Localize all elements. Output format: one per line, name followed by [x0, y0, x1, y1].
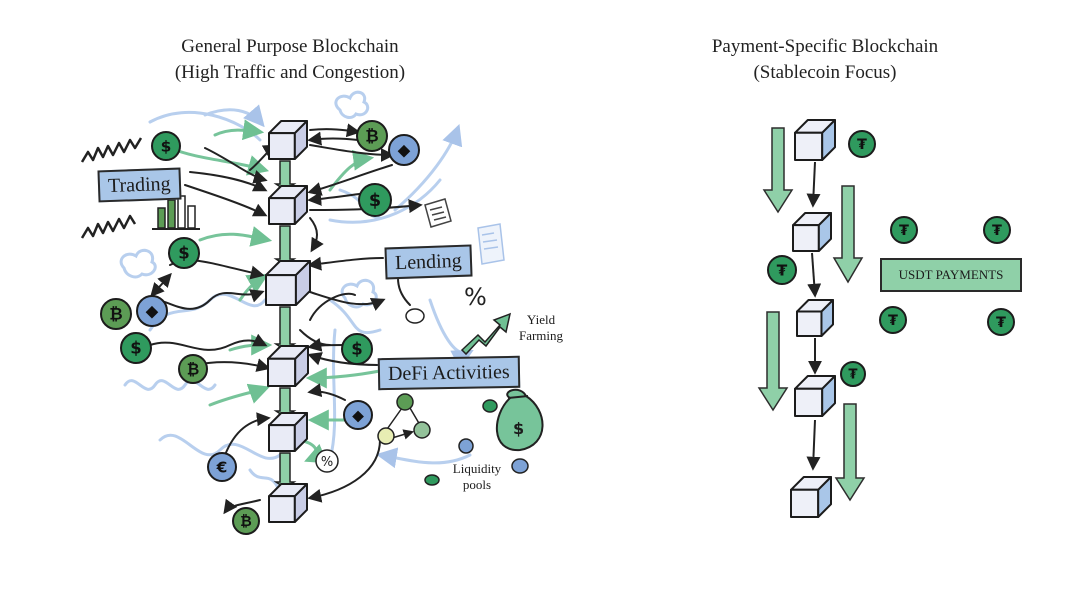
- svg-text:◆: ◆: [398, 141, 411, 160]
- svg-text:%: %: [321, 455, 333, 470]
- right-panel-title: Payment-Specific Blockchain (Stablecoin …: [680, 34, 970, 86]
- svg-text:₿: ₿: [187, 360, 200, 378]
- money-bag-icon: $: [496, 388, 544, 452]
- svg-text:$: $: [369, 191, 381, 211]
- ethereum-coin-icon: ◆: [343, 400, 373, 430]
- svg-text:₿: ₿: [365, 127, 378, 146]
- svg-text:₮: ₮: [992, 223, 1002, 239]
- chain-link-arrow: [273, 306, 297, 351]
- ethereum-coin-icon: ◆: [136, 295, 168, 327]
- tether-coin-icon: ₮: [890, 216, 918, 244]
- yield-farming-note: Yield Farming: [518, 312, 564, 343]
- left-blockchain: [265, 120, 311, 523]
- svg-text:₮: ₮: [996, 315, 1006, 331]
- euro-coin-icon: €: [207, 452, 237, 482]
- svg-text:$: $: [178, 244, 189, 263]
- svg-text:₮: ₮: [888, 313, 898, 329]
- right-title-line1: Payment-Specific Blockchain: [711, 36, 939, 57]
- volatility-zigzags: [80, 137, 143, 239]
- usdt-payments-label: USDT PAYMENTS: [880, 258, 1022, 292]
- blockchain-block-icon: [265, 260, 311, 306]
- chain-link-arrow: [273, 452, 297, 489]
- defi-activities-label: DeFi Activities: [377, 355, 520, 391]
- blockchain-block-icon: [790, 476, 832, 518]
- chain-link-arrow: [273, 225, 297, 266]
- tether-coin-icon: ₮: [983, 216, 1011, 244]
- liquidity-pools-note: Liquidity pools: [452, 461, 502, 492]
- dollar-coin-icon: $: [168, 237, 200, 269]
- svg-text:$: $: [513, 419, 524, 438]
- bitcoin-coin-icon: ₿: [100, 298, 132, 330]
- right-title-line2: (Stablecoin Focus): [753, 62, 897, 83]
- dollar-coin-icon: $: [151, 131, 181, 161]
- bar-chart-icon: [152, 195, 200, 230]
- left-title-line1: General Purpose Blockchain: [181, 36, 399, 57]
- svg-text:₮: ₮: [777, 261, 788, 279]
- svg-text:₮: ₮: [857, 137, 867, 153]
- bitcoin-coin-icon: ₿: [356, 120, 388, 152]
- right-blockchain: [790, 119, 836, 518]
- svg-text:$: $: [351, 340, 362, 359]
- left-title-line2: (High Traffic and Congestion): [174, 62, 406, 83]
- blockchain-block-icon: [268, 412, 308, 452]
- tether-coin-icon: ₮: [840, 361, 866, 387]
- percent-sign: %: [464, 283, 487, 311]
- percent-coin-icon: %: [315, 449, 339, 473]
- trend-up-arrow-icon: [460, 312, 512, 356]
- svg-text:₿: ₿: [109, 305, 122, 324]
- blockchain-block-icon: [794, 119, 836, 161]
- blockchain-block-icon: [267, 345, 309, 387]
- blockchain-block-icon: [268, 120, 308, 160]
- svg-text:$: $: [130, 339, 141, 358]
- dollar-coin-icon: $: [358, 183, 392, 217]
- pool-tokens: [405, 308, 529, 486]
- svg-text:₮: ₮: [848, 368, 858, 383]
- right-flow-arrows: [757, 127, 866, 502]
- svg-text:₮: ₮: [899, 223, 909, 239]
- blockchain-block-icon: [268, 185, 308, 225]
- blockchain-block-icon: [268, 483, 308, 523]
- svg-text:₿: ₿: [240, 514, 252, 530]
- bitcoin-coin-icon: ₿: [178, 354, 208, 384]
- right-coins: ₮ ₮ ₮ ₮ ₮ ₮ ₮: [767, 130, 1015, 387]
- svg-text:◆: ◆: [146, 302, 159, 321]
- ethereum-coin-icon: ◆: [388, 134, 420, 166]
- tether-coin-icon: ₮: [879, 306, 907, 334]
- dollar-coin-icon: $: [120, 332, 152, 364]
- trading-label: Trading: [97, 167, 182, 203]
- tether-coin-icon: ₮: [987, 308, 1015, 336]
- bitcoin-coin-icon: ₿: [232, 507, 260, 535]
- blockchain-block-icon: [792, 212, 832, 252]
- left-panel-title: General Purpose Blockchain (High Traffic…: [140, 34, 440, 86]
- svg-text:$: $: [161, 137, 172, 155]
- blockchain-block-icon: [794, 375, 836, 417]
- lending-label: Lending: [384, 244, 473, 280]
- svg-text:◆: ◆: [352, 406, 364, 424]
- dollar-coin-icon: $: [341, 333, 373, 365]
- liquidity-pool-diagram: [377, 393, 431, 445]
- blockchain-block-icon: [796, 299, 834, 337]
- tether-coin-icon: ₮: [767, 255, 797, 285]
- document-icon: [424, 198, 452, 228]
- tether-coin-icon: ₮: [848, 130, 876, 158]
- left-coins: $ ₿ ◆ $ $ ₿ ◆ $ ₿ $ ◆ € ₿: [100, 120, 420, 535]
- document-icon: [477, 223, 505, 265]
- svg-text:€: €: [216, 458, 228, 476]
